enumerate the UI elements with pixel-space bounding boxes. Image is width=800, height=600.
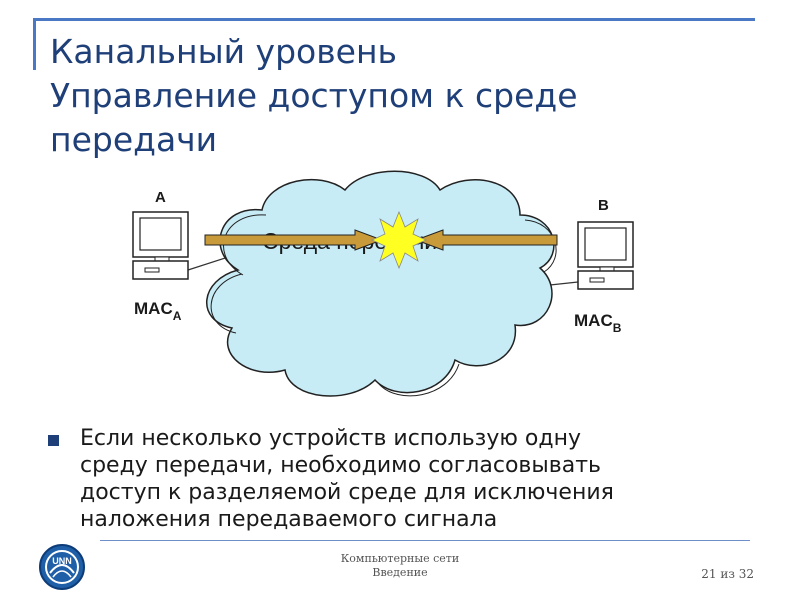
cloud-shape xyxy=(205,170,557,397)
bullet-square-icon xyxy=(48,435,59,446)
footer-section: Введение xyxy=(372,566,428,579)
computer-b-icon xyxy=(577,221,634,290)
computer-a-icon xyxy=(132,211,189,280)
svg-text:UNN: UNN xyxy=(52,556,72,566)
top-rule xyxy=(33,18,755,21)
university-logo-icon: UNN xyxy=(39,544,85,590)
page-number: 21 из 32 xyxy=(701,567,754,581)
arrow-a-to-b xyxy=(204,229,384,251)
slide-title: Канальный уровень Управление доступом к … xyxy=(50,30,770,162)
footer-course: Компьютерные сети Введение xyxy=(300,552,500,580)
mac-a-prefix: MAC xyxy=(134,299,173,318)
mac-a-label: MACA xyxy=(134,299,182,323)
bullet-text: Если несколько устройств использую одну … xyxy=(80,425,614,533)
title-line-1: Канальный уровень xyxy=(50,32,397,71)
footer-rule xyxy=(100,540,750,541)
mac-b-label: MACB xyxy=(574,311,622,335)
bullet-line-1: Если несколько устройств использую одну xyxy=(80,426,581,451)
arrow-b-to-a xyxy=(414,229,558,251)
bullet-line-2: среду передачи, необходимо согласовывать xyxy=(80,453,601,478)
mac-a-subscript: A xyxy=(173,309,182,323)
footer-course-title: Компьютерные сети xyxy=(340,552,460,565)
left-rule xyxy=(33,18,36,70)
mac-b-prefix: MAC xyxy=(574,311,613,330)
bullet-line-3: доступ к разделяемой среде для исключени… xyxy=(80,480,614,505)
collision-burst-icon xyxy=(371,210,427,270)
station-a-label: A xyxy=(155,189,166,206)
title-line-2: Управление доступом к среде xyxy=(50,76,578,115)
station-b-label: B xyxy=(598,197,609,214)
bullet-line-4: наложения передаваемого сигнала xyxy=(80,507,498,532)
mac-b-subscript: B xyxy=(613,321,622,335)
title-line-3: передачи xyxy=(50,120,218,159)
